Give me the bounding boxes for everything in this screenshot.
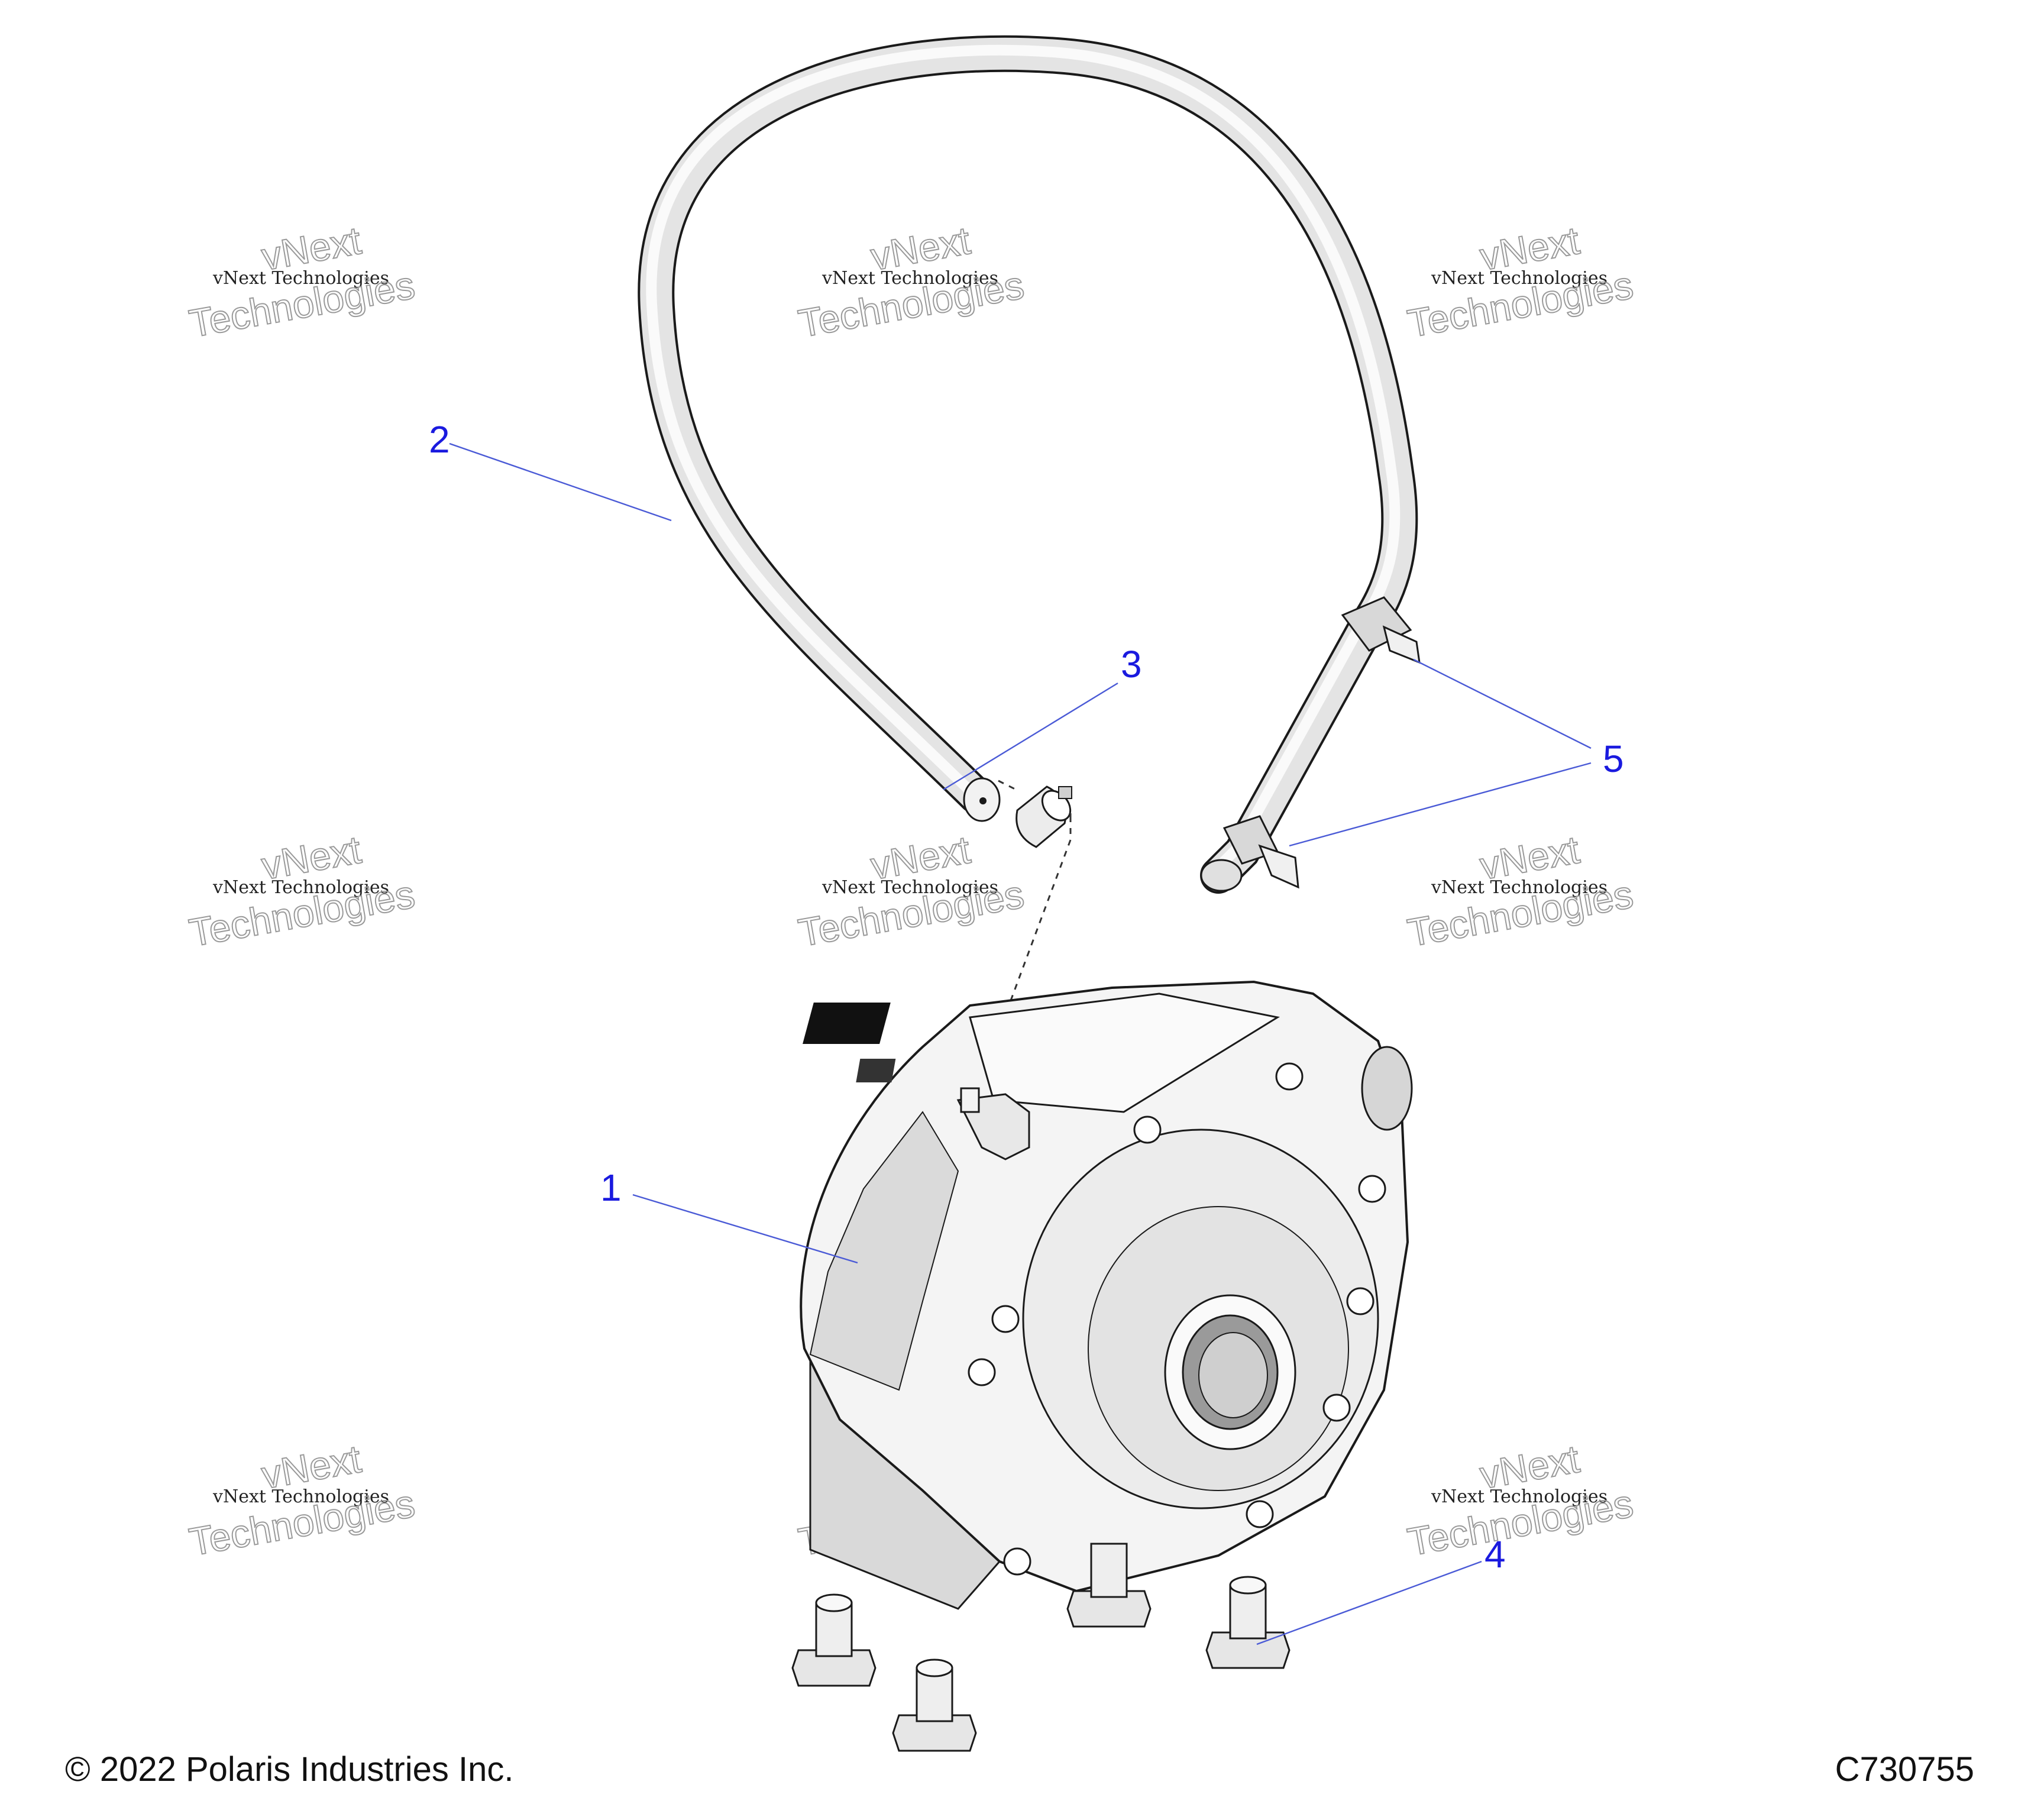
svg-text:vNext Technologies: vNext Technologies	[1431, 877, 1608, 898]
callout-4: 4	[1485, 1533, 1506, 1576]
watermark: vNext vNext Technologies Technologies	[185, 827, 418, 955]
watermark: vNext vNext Technologies Technologies	[185, 218, 418, 346]
figure-id: C730755	[1835, 1750, 1974, 1789]
vent-hose	[638, 35, 1418, 894]
callout-5: 5	[1603, 738, 1624, 780]
svg-text:vNext Technologies: vNext Technologies	[822, 268, 998, 289]
bolt	[1205, 1576, 1291, 1669]
leader-line-5a	[1413, 658, 1592, 749]
leader-line-2	[449, 442, 672, 522]
watermark: vNext vNext Technologies Technologies	[1403, 827, 1637, 955]
bolt	[791, 1593, 877, 1687]
svg-text:vNext Technologies: vNext Technologies	[822, 877, 998, 898]
vent-fitting	[956, 1087, 1030, 1160]
watermark: vNext vNext Technologies Technologies	[1403, 1436, 1637, 1564]
callout-3: 3	[1121, 643, 1142, 686]
svg-text:vNext Technologies: vNext Technologies	[212, 268, 389, 289]
cable-tie-lower	[1222, 815, 1299, 889]
gearcase-assembly	[800, 980, 1413, 1610]
leader-line-5b	[1289, 762, 1592, 847]
svg-text:vNext Technologies: vNext Technologies	[1431, 268, 1608, 289]
svg-text:vNext Technologies: vNext Technologies	[212, 1486, 389, 1507]
watermark: vNext vNext Technologies Technologies	[794, 827, 1027, 955]
bolt	[1066, 1543, 1152, 1628]
leader-line-3	[943, 682, 1118, 791]
watermark: vNext vNext Technologies Technologies	[1403, 218, 1637, 346]
watermark: vNext vNext Technologies Technologies	[185, 1436, 418, 1564]
copyright-notice: © 2022 Polaris Industries Inc.	[65, 1750, 514, 1789]
callout-2: 2	[429, 418, 450, 461]
svg-text:vNext Technologies: vNext Technologies	[212, 877, 389, 898]
leader-line-1	[632, 1194, 858, 1264]
callout-1: 1	[600, 1166, 622, 1209]
bolt	[892, 1658, 977, 1752]
hose-clamp	[1015, 785, 1072, 848]
leader-line-4	[1256, 1560, 1482, 1645]
assembly-guide-line	[963, 780, 1072, 1113]
svg-text:vNext Technologies: vNext Technologies	[1431, 1486, 1608, 1507]
watermark: vNext vNext Technologies Technologies	[794, 218, 1027, 346]
